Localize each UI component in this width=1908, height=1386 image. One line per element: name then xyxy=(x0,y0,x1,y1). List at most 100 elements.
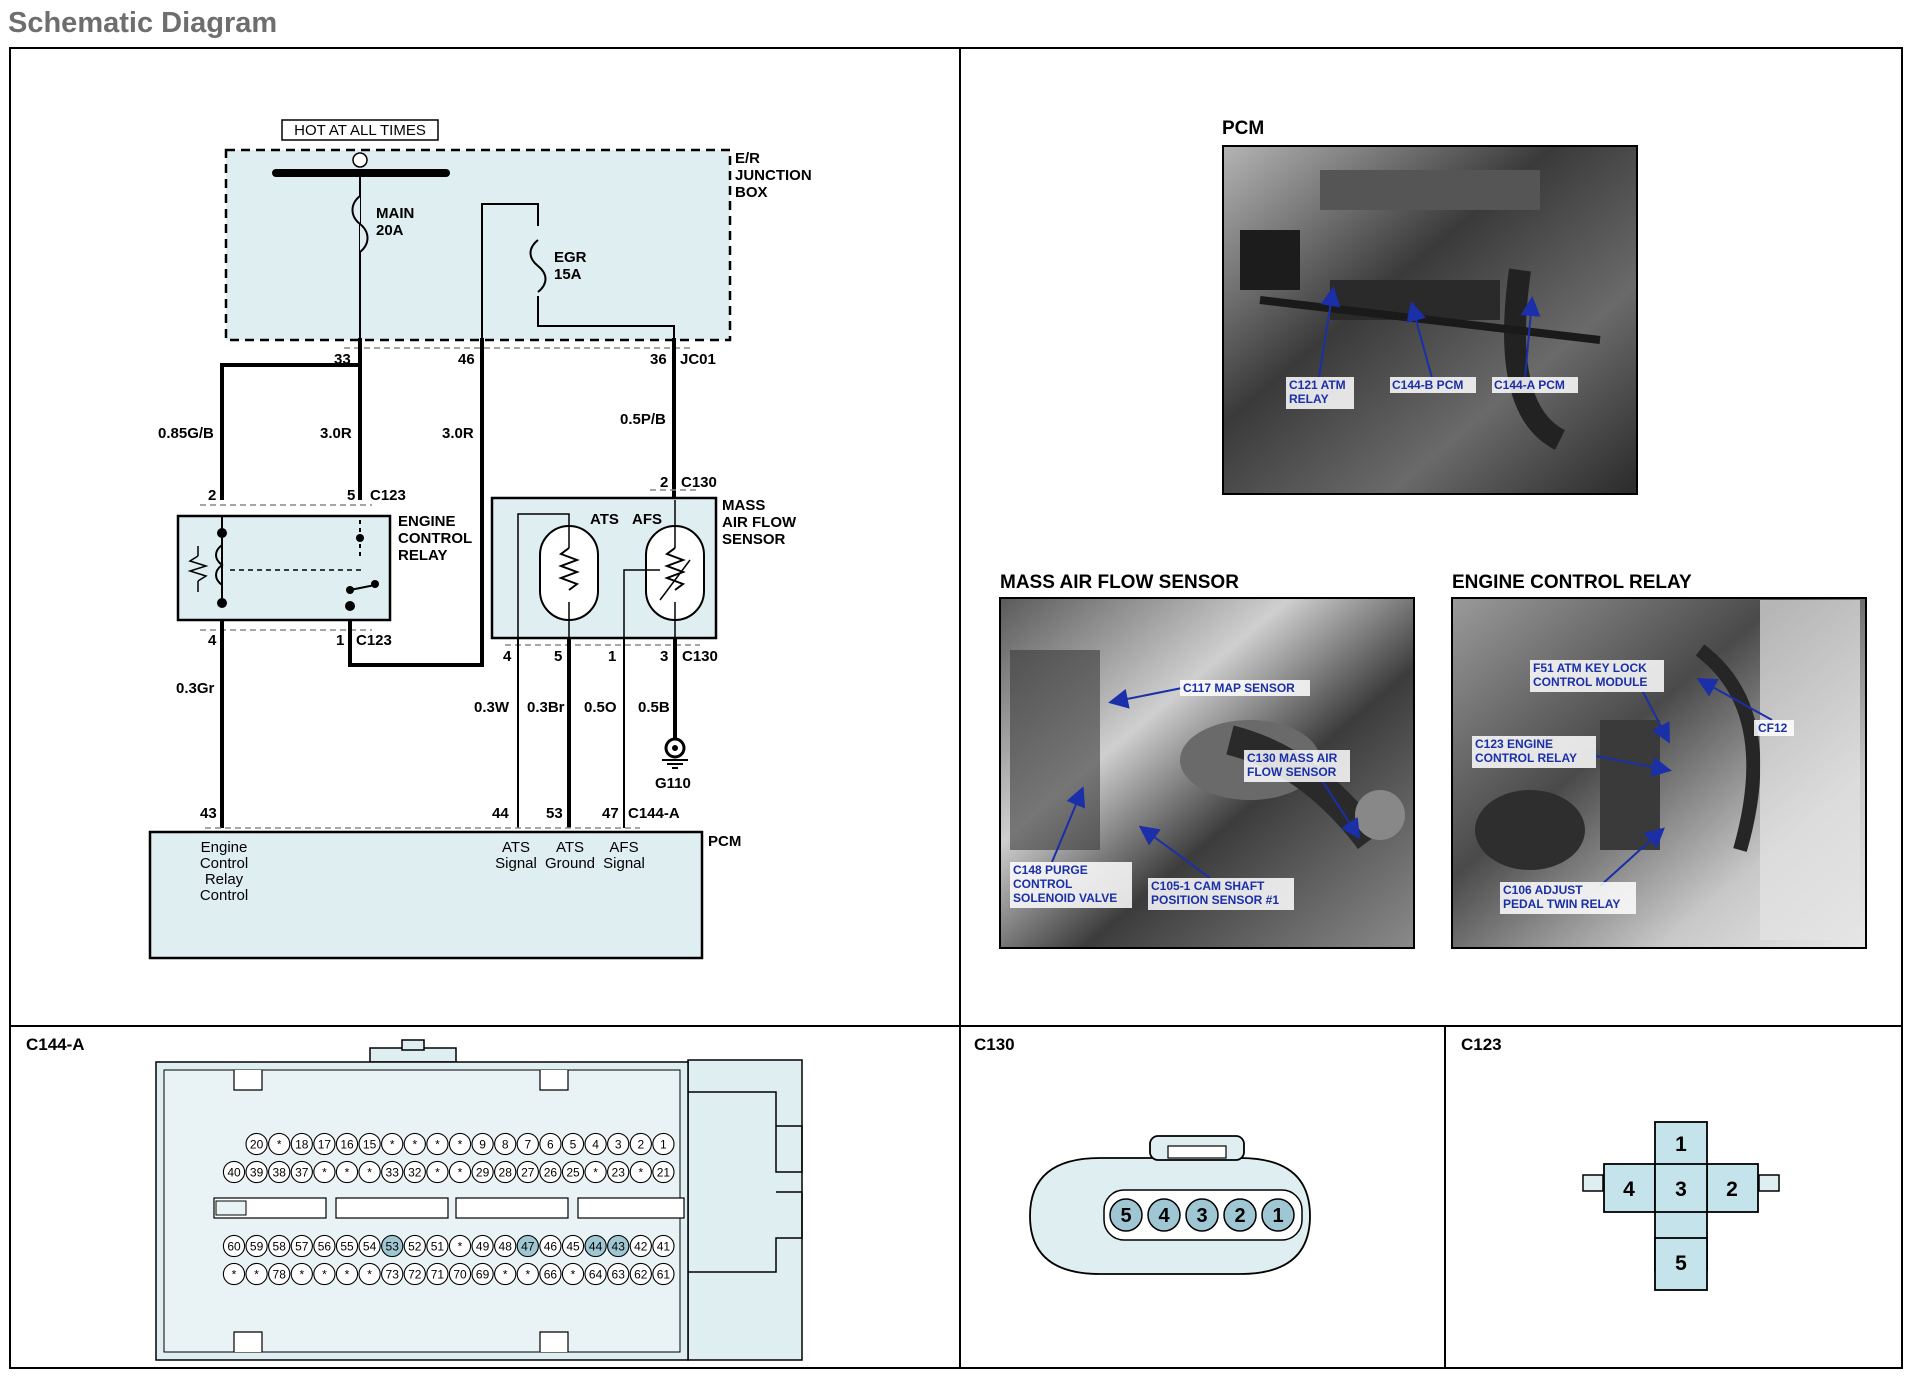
c144a-pin-label: * xyxy=(503,1268,508,1282)
c144a-pin-circle xyxy=(426,1234,449,1258)
c144a-pin-label: * xyxy=(525,1268,530,1282)
c144a-pin-circle xyxy=(652,1132,675,1156)
label-line: Engine xyxy=(201,839,248,856)
c144a-pin-circle xyxy=(629,1234,652,1258)
c144a-pin-label: * xyxy=(638,1166,643,1180)
c144a-pin-label: * xyxy=(390,1138,395,1152)
label-line: CONTROL MODULE xyxy=(1533,675,1647,689)
callout-c144a: C144-A PCM xyxy=(1494,378,1565,392)
c144a-pin-circle xyxy=(268,1160,291,1184)
c144a-pin-circle xyxy=(290,1132,313,1156)
c144a-pin-label: 29 xyxy=(476,1166,490,1180)
c144a-pin-circle xyxy=(268,1262,291,1286)
label-line: C106 ADJUST xyxy=(1503,883,1583,897)
c144a-pin-label: 23 xyxy=(612,1166,626,1180)
ecr-top-pin: 2 xyxy=(208,487,216,504)
maf-bottom-pin: 3 xyxy=(660,648,668,665)
maf-top-conn: C130 xyxy=(681,474,717,491)
c144a-pin-label: * xyxy=(435,1166,440,1180)
c144a-pin-circle xyxy=(561,1132,585,1156)
callout-cf12: CF12 xyxy=(1758,721,1788,735)
label-line: MAIN xyxy=(376,205,414,222)
c144a-pin-circle xyxy=(335,1262,359,1286)
c144a-pin-label: * xyxy=(458,1166,463,1180)
label-line: Ground xyxy=(545,855,595,872)
c144a-pin-label: 6 xyxy=(547,1138,554,1152)
ground-label: G110 xyxy=(655,775,691,792)
callout-c144b: C144-B PCM xyxy=(1392,378,1463,392)
c144a-pin-circle xyxy=(516,1132,539,1156)
c144a-pin-label: 21 xyxy=(657,1166,671,1180)
label-line: POSITION SENSOR #1 xyxy=(1151,893,1279,907)
label-line: ENGINE xyxy=(398,513,456,530)
c144a-pin-circle xyxy=(222,1262,246,1286)
c144a-pin-label: 42 xyxy=(634,1240,648,1254)
c144a-pin-circle xyxy=(358,1132,381,1156)
c144a-pin-circle xyxy=(403,1262,426,1286)
c144a-pin-label: 56 xyxy=(318,1240,332,1254)
c144a-pin-circle xyxy=(290,1262,313,1286)
wire-label: 0.3W xyxy=(474,699,510,716)
c144a-pin-circle xyxy=(448,1132,472,1156)
c144a-pin-circle xyxy=(607,1262,630,1286)
c144a-pin-label: 53 xyxy=(386,1240,400,1254)
c130-pin-circle xyxy=(1185,1198,1219,1232)
c130-pin-label: 3 xyxy=(1196,1205,1207,1227)
c130-pin-label: 5 xyxy=(1120,1205,1131,1227)
maf-bottom-pin: 4 xyxy=(503,648,512,665)
c144a-pin-circle xyxy=(290,1234,313,1258)
c144a-pin-label: 49 xyxy=(476,1240,490,1254)
c144a-pin-circle xyxy=(403,1234,426,1258)
label-line: CONTROL RELAY xyxy=(1475,751,1577,765)
ats-label: ATS xyxy=(590,511,619,528)
c144a-pin-label: * xyxy=(345,1166,350,1180)
c144a-pin-circle xyxy=(652,1160,675,1184)
c144a-pin-circle xyxy=(629,1132,652,1156)
c144a-pin-label: 18 xyxy=(295,1138,309,1152)
c144a-pin-label: 69 xyxy=(476,1268,490,1282)
ecr-photo-title: ENGINE CONTROL RELAY xyxy=(1452,572,1692,593)
c123-connector: 1 4 3 2 5 xyxy=(1582,1121,1780,1291)
c144a-pin-circle xyxy=(494,1132,517,1156)
c144a-pin-label: 4 xyxy=(592,1138,599,1152)
c144a-pin-label: * xyxy=(593,1166,598,1180)
c144a-pin-circle xyxy=(607,1132,630,1156)
pcm-label: PCM xyxy=(708,833,741,850)
c144a-pin-circle xyxy=(381,1262,404,1286)
c144a-pin-circle xyxy=(607,1234,630,1258)
c144a-pin-circle xyxy=(652,1262,675,1286)
label-line: Signal xyxy=(495,855,537,872)
c144a-pin-label: 72 xyxy=(408,1268,422,1282)
c144a-pin-circle xyxy=(494,1234,517,1258)
c144a-pin-circle xyxy=(561,1160,585,1184)
maf-photo-title: MASS AIR FLOW SENSOR xyxy=(1000,572,1239,593)
c123-title: C123 xyxy=(1461,1035,1502,1054)
c144a-pin-circle xyxy=(426,1132,449,1156)
c130-pin-label: 1 xyxy=(1272,1205,1283,1227)
c144a-pin-circle xyxy=(448,1160,472,1184)
c144a-pin-label: 62 xyxy=(634,1268,648,1282)
c144a-pin-circle xyxy=(539,1132,562,1156)
c144a-pin-circle xyxy=(471,1262,494,1286)
c144a-pin-circle xyxy=(403,1132,426,1156)
label-line: Signal xyxy=(603,855,645,872)
c144a-pin-label: 71 xyxy=(431,1268,445,1282)
label-line: SOLENOID VALVE xyxy=(1013,891,1117,905)
label-line: C105-1 CAM SHAFT xyxy=(1151,879,1265,893)
label-line: AIR FLOW xyxy=(722,514,797,531)
c130-pin-circle xyxy=(1223,1198,1257,1232)
c144a-pin-label: 73 xyxy=(386,1268,400,1282)
c144a-title: C144-A xyxy=(26,1035,85,1054)
